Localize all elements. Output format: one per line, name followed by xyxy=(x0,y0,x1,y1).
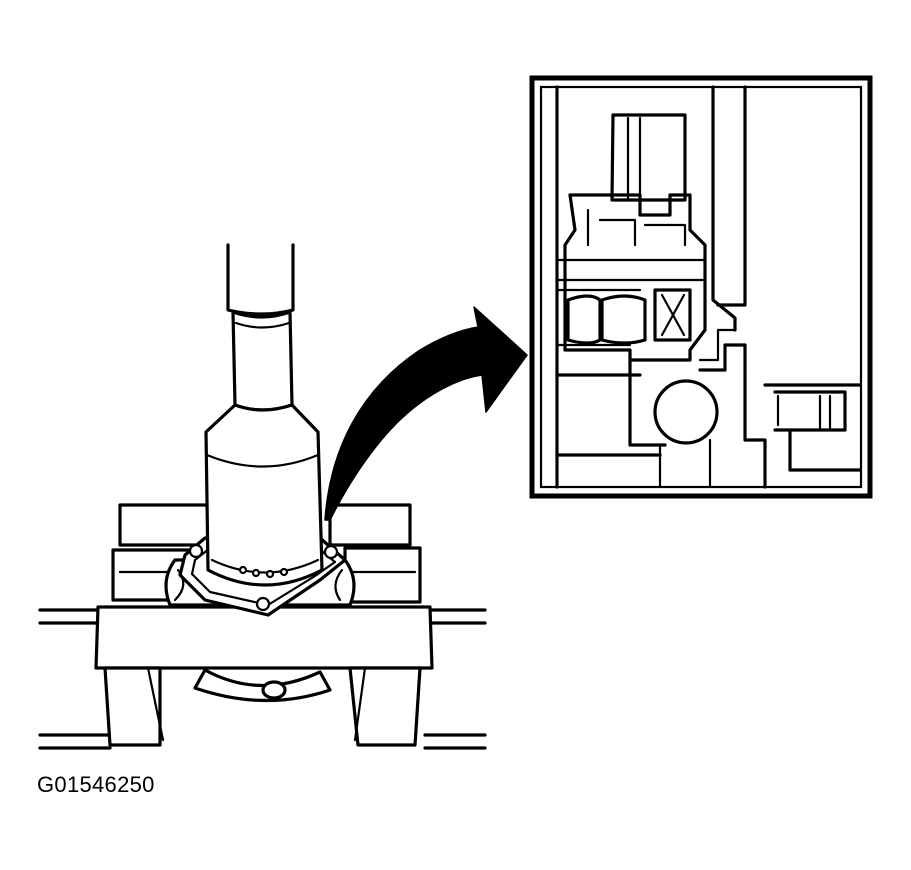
press-fixture xyxy=(38,243,487,750)
curved-arrow-icon xyxy=(324,306,528,521)
support-plate xyxy=(94,605,434,747)
figure-id-label: G01546250 xyxy=(37,772,155,797)
press-ram xyxy=(204,243,324,587)
detail-inset xyxy=(529,75,873,499)
